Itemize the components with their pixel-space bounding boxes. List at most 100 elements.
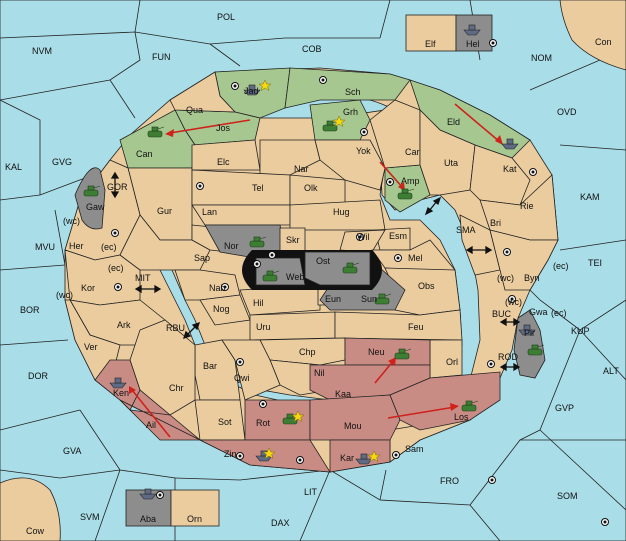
army-unit-icon[interactable] (342, 262, 360, 274)
province-elf[interactable] (405, 14, 457, 52)
province-feu[interactable] (334, 309, 463, 341)
province-olk[interactable] (289, 174, 346, 206)
fleet-unit-icon[interactable] (243, 84, 261, 96)
star-icon (332, 115, 346, 128)
label-uta: Uta (444, 158, 458, 168)
fleet-unit-icon[interactable] (355, 453, 373, 465)
army-unit-icon[interactable] (397, 188, 415, 200)
label-gwa: Gwa (529, 307, 548, 317)
label-bor: BOR (20, 305, 40, 315)
connector-buc-icon (499, 317, 521, 327)
army-unit-icon[interactable] (394, 348, 412, 360)
label-elc: Elc (217, 157, 230, 167)
label-kal: KAL (5, 162, 22, 172)
label-sun: Sun (361, 294, 377, 304)
label-obs: Obs (418, 281, 435, 291)
label-mou: Mou (344, 421, 362, 431)
label-skr: Skr (286, 235, 300, 245)
army-unit-icon[interactable] (262, 270, 280, 282)
province-gaw[interactable] (74, 167, 106, 230)
province-con[interactable] (559, 0, 626, 71)
province-yok[interactable] (314, 139, 386, 191)
label-ec1: (ec) (101, 242, 117, 252)
province-cow[interactable] (0, 477, 61, 541)
label-qwi: Qwi (234, 373, 250, 383)
province-uta[interactable] (419, 109, 476, 196)
province-qwi[interactable] (221, 339, 281, 401)
province-qua[interactable] (169, 71, 236, 113)
fleet-unit-icon[interactable] (518, 324, 536, 336)
province-sch[interactable] (284, 67, 411, 109)
province-orn[interactable] (170, 489, 220, 527)
province-los[interactable] (389, 371, 501, 431)
label-ovd: OVD (557, 107, 577, 117)
fleet-unit-icon[interactable] (109, 377, 127, 389)
supply-center-icon (268, 251, 276, 259)
province-mou[interactable] (309, 394, 401, 441)
label-kaa: Kaa (335, 389, 351, 399)
army-unit-icon[interactable] (374, 293, 392, 305)
supply-center-icon (236, 452, 244, 460)
province-ost[interactable] (304, 251, 371, 286)
province-nar[interactable] (259, 139, 321, 176)
star-icon (291, 410, 305, 423)
label-som: SOM (557, 491, 578, 501)
order-arrow-ail-ken (131, 389, 171, 438)
label-orl: Orl (446, 357, 458, 367)
province-byn[interactable] (489, 229, 559, 291)
supply-center-icon (489, 39, 497, 47)
fleet-unit-icon[interactable] (501, 138, 519, 150)
supply-center-icon (601, 518, 609, 526)
label-kup: KUP (571, 326, 590, 336)
label-rod: ROD (498, 352, 519, 362)
label-nar: Nar (294, 164, 309, 174)
star-icon (258, 79, 272, 92)
label-sma: SMA (456, 225, 476, 235)
label-hel: Hel (466, 39, 480, 49)
label-gvp: GVP (555, 403, 574, 413)
province-kar[interactable] (329, 439, 391, 473)
province-labels: POL COB NVM FUN NOM Con Elf Hel OVD KAL … (5, 12, 619, 536)
order-arrow-jos-can (169, 119, 251, 134)
label-ec2: (ec) (553, 261, 569, 271)
connector-rod-icon (499, 362, 521, 372)
order-arrow-mou-los (387, 406, 456, 419)
army-unit-icon[interactable] (249, 236, 267, 248)
star-icon (262, 447, 276, 460)
supply-center-icon (356, 233, 364, 241)
province-nab[interactable] (174, 269, 241, 301)
label-olk: Olk (304, 183, 318, 193)
label-wc1: (wc) (63, 216, 80, 226)
label-cow: Cow (26, 526, 45, 536)
label-ec3: (ec) (108, 263, 124, 273)
supply-center-icon (529, 168, 537, 176)
army-unit-icon[interactable] (527, 344, 545, 356)
label-kar: Kar (340, 453, 354, 463)
label-rot: Rot (256, 418, 271, 428)
fleet-unit-icon[interactable] (463, 24, 481, 36)
supply-center-icon (253, 260, 261, 268)
army-unit-icon[interactable] (461, 400, 479, 412)
supply-center-icon (221, 283, 229, 291)
fleet-unit-icon[interactable] (139, 488, 157, 500)
connector-rbu-icon (182, 321, 201, 340)
label-car: Car (405, 147, 420, 157)
label-aba: Aba (140, 514, 156, 524)
label-rbu: RBU (166, 323, 185, 333)
label-rie: Rie (520, 201, 534, 211)
army-unit-icon[interactable] (147, 126, 165, 138)
connector-sma-icon (424, 196, 442, 216)
army-unit-icon[interactable] (83, 185, 101, 197)
label-gur: Gur (157, 206, 172, 216)
fleet-unit-icon[interactable] (255, 450, 273, 462)
province-pir[interactable] (513, 309, 546, 379)
province-tel[interactable] (191, 169, 291, 206)
label-nom: NOM (531, 53, 552, 63)
army-unit-icon[interactable] (322, 120, 340, 132)
label-svm: SVM (80, 512, 100, 522)
label-esm: Esm (389, 231, 407, 241)
label-mit: MIT (135, 273, 151, 283)
label-mvu: MVU (35, 242, 55, 252)
province-neu[interactable] (344, 337, 431, 366)
label-gvg: GVG (52, 157, 72, 167)
